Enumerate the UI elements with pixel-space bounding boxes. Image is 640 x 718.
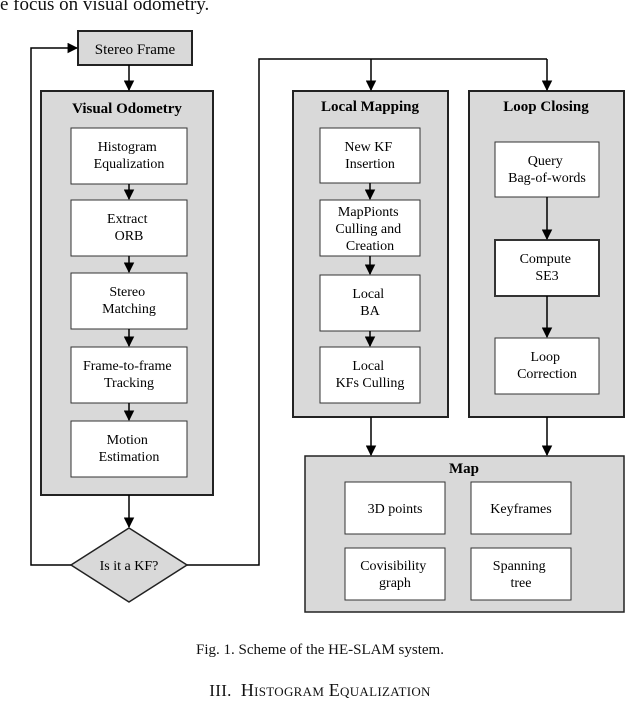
frame-tracking-line2: Tracking bbox=[104, 376, 154, 391]
section-word2-initial: E bbox=[328, 680, 341, 700]
section-word1-initial: H bbox=[240, 680, 255, 700]
motion-estimation-box bbox=[70, 420, 188, 478]
svg-text:Extract ORB: Extract ORB bbox=[107, 212, 151, 244]
local-ba-line2: BA bbox=[360, 304, 380, 319]
query-bow-line2: Bag-of-words bbox=[508, 171, 586, 186]
page-top-text: e focus on visual odometry. bbox=[0, 0, 210, 15]
svg-text:MapPionts Culling and: MapPionts Culling and Creation bbox=[335, 205, 404, 254]
svg-text:Covisibility graph: Covisibility graph bbox=[360, 559, 430, 591]
new-kf-line2: Insertion bbox=[345, 157, 395, 172]
is-kf-diamond bbox=[69, 527, 189, 603]
histogram-equalization-box bbox=[70, 127, 188, 185]
svg-text:Histogram Equalization: Histogram Equalization bbox=[94, 140, 165, 172]
mappoints-line3: Creation bbox=[346, 239, 394, 254]
spanning-tree-line1: Spanning bbox=[493, 559, 546, 574]
new-kf-box bbox=[319, 127, 421, 184]
svg-text:Motion Estimation: Motion Estimation bbox=[99, 433, 160, 465]
figure-caption: Fig. 1. Scheme of the HE-SLAM system. bbox=[196, 642, 444, 658]
frame-tracking-line1: Frame-to-frame bbox=[83, 359, 172, 374]
stereo-matching-line1: Stereo bbox=[109, 285, 145, 300]
connector-kf-to-backend bbox=[187, 58, 547, 566]
svg-text:Query Bag-of-words: Query Bag-of-words bbox=[508, 154, 586, 186]
local-kfs-line1: Local bbox=[352, 359, 384, 374]
local-kfs-culling-box bbox=[319, 346, 421, 404]
3d-points-label: 3D points bbox=[368, 502, 423, 517]
local-kfs-line2: KFs Culling bbox=[336, 376, 405, 391]
loop-closing-title: Loop Closing bbox=[503, 99, 589, 115]
3d-points-box bbox=[344, 481, 446, 535]
stereo-matching-box bbox=[70, 272, 188, 330]
keyframes-label: Keyframes bbox=[490, 502, 551, 517]
motion-estimation-line2: Estimation bbox=[99, 450, 160, 465]
spanning-tree-box bbox=[470, 547, 572, 601]
covisibility-line1: Covisibility bbox=[360, 559, 426, 574]
local-mapping-title: Local Mapping bbox=[321, 99, 419, 115]
motion-estimation-line1: Motion bbox=[107, 433, 148, 448]
svg-text:Local KFs Culling: Local KFs Culling bbox=[336, 359, 405, 391]
svg-text:Frame-to-frame Tracking: Frame-to-frame Tracking bbox=[83, 359, 175, 391]
flowchart-diagram: Stereo Frame Visual Odometry Histogram E… bbox=[30, 30, 625, 613]
query-bow-line1: Query bbox=[528, 154, 563, 169]
mappoints-line1: MapPionts bbox=[338, 205, 399, 220]
local-ba-line1: Local bbox=[352, 287, 384, 302]
histogram-eq-line1: Histogram bbox=[98, 140, 157, 155]
stereo-frame-label: Stereo Frame bbox=[95, 42, 176, 58]
stereo-matching-line2: Matching bbox=[102, 302, 156, 317]
section-heading: III. HISTOGRAM EQUALIZATION bbox=[0, 680, 640, 701]
histogram-eq-line2: Equalization bbox=[94, 157, 165, 172]
mappoints-line2: Culling and bbox=[335, 222, 401, 237]
compute-se3-line1: Compute bbox=[520, 252, 571, 267]
stereo-frame-box bbox=[77, 30, 193, 66]
section-number: III. bbox=[209, 681, 232, 700]
arrow-kf-loop-back bbox=[30, 42, 79, 566]
spanning-tree-line2: tree bbox=[511, 576, 532, 591]
loop-correction-box bbox=[494, 337, 600, 395]
visual-odometry-title: Visual Odometry bbox=[72, 101, 182, 117]
covisibility-graph-box bbox=[344, 547, 446, 601]
extract-orb-line2: ORB bbox=[115, 229, 144, 244]
extract-orb-box bbox=[70, 199, 188, 257]
loop-correction-line1: Loop bbox=[530, 350, 560, 365]
map-title: Map bbox=[449, 461, 479, 477]
svg-text:Loop Correction: Loop Correction bbox=[517, 350, 577, 382]
svg-text:Compute SE3: Compute SE3 bbox=[520, 252, 575, 284]
loop-correction-line2: Correction bbox=[517, 367, 577, 382]
section-word1-rest: ISTOGRAM bbox=[254, 684, 325, 699]
svg-text:Spanning tree: Spanning tree bbox=[493, 559, 549, 591]
query-bow-box bbox=[494, 141, 600, 198]
is-kf-label: Is it a KF? bbox=[100, 559, 159, 574]
svg-text:Local BA: Local BA bbox=[352, 287, 387, 319]
covisibility-line2: graph bbox=[379, 576, 411, 591]
keyframes-box bbox=[470, 481, 572, 535]
extract-orb-line1: Extract bbox=[107, 212, 148, 227]
frame-tracking-box bbox=[70, 346, 188, 404]
new-kf-line1: New KF bbox=[344, 140, 392, 155]
compute-se3-box bbox=[494, 239, 600, 297]
section-word2-rest: QUALIZATION bbox=[340, 684, 431, 699]
compute-se3-line2: SE3 bbox=[535, 269, 558, 284]
local-ba-box bbox=[319, 274, 421, 332]
svg-text:Stereo Matching: Stereo Matching bbox=[102, 285, 156, 317]
svg-text:New KF Insertion: New KF Insertion bbox=[344, 140, 395, 172]
